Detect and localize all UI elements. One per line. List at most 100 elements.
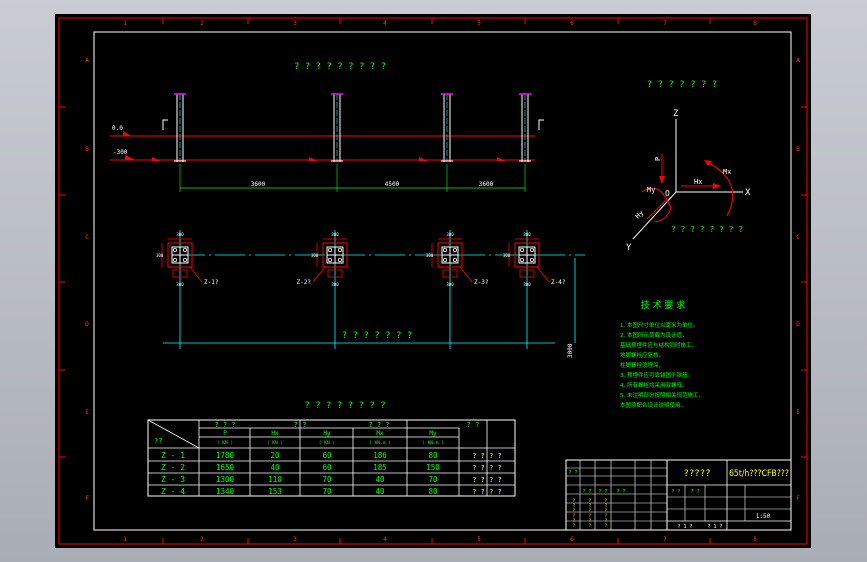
row-label-left: D — [85, 321, 89, 328]
table-cell: 70 — [322, 487, 332, 496]
axes-caption: ? ? ? ? ? ? ? ? — [671, 225, 743, 234]
table-row-id: Z - 4 — [161, 487, 185, 496]
note-line: 4. 所有螺栓均采用双螺母。 — [620, 381, 688, 389]
title-block-mark: ? — [605, 503, 608, 508]
col-label-bottom: 8 — [753, 536, 757, 543]
drawing-name: ????? — [683, 469, 710, 479]
plan-view: 0.0 -300 3600 4500 3600 — [110, 93, 544, 192]
svg-text:300: 300 — [446, 282, 454, 287]
svg-text:300: 300 — [156, 253, 164, 258]
table-cell: 186 — [373, 451, 387, 460]
table-cell: 70 — [428, 475, 438, 484]
svg-text:300: 300 — [523, 282, 531, 287]
row-label-right: B — [796, 146, 800, 153]
column-elevation — [419, 93, 453, 162]
col-label-bottom: 4 — [383, 536, 387, 543]
title-block-field: ? ? — [582, 489, 591, 495]
title-block-field: ? ? — [690, 489, 699, 495]
note-line: 1. 本图尺寸单位以毫米为单位。 — [620, 321, 699, 329]
note-line: 柱脚螺栓须埋深， — [620, 361, 664, 369]
table-cell: 40 — [270, 463, 280, 472]
title-block-field: ? ? — [598, 489, 607, 495]
table-unit: ( KN ) — [267, 440, 283, 446]
svg-text:300: 300 — [311, 253, 319, 258]
row-label-left: C — [85, 234, 89, 241]
axis-z: Z — [673, 109, 679, 119]
table-row-note: ? ? ? ? — [472, 452, 502, 460]
force-hx: Hx — [694, 178, 702, 186]
svg-text:300: 300 — [176, 282, 184, 287]
anchor-row: 3000 300300300Z-1?300300300Z-2?300300300… — [156, 230, 585, 358]
col-label-top: 7 — [663, 20, 667, 27]
title-block-mark: ? — [605, 508, 608, 513]
svg-text:300: 300 — [446, 232, 454, 237]
title-block: ?????65t/h???CFB???1:50? ?? ?? ?? ?? ?? … — [565, 459, 792, 531]
column-elevation — [497, 93, 531, 162]
table-cell: 1780 — [216, 451, 235, 460]
table-sub-header: Mx — [376, 430, 384, 437]
col-label-bottom: 7 — [663, 536, 667, 543]
title-block-mark: ? — [605, 513, 608, 518]
note-line: 3. 预埋件应可靠锚固于钢筋。 — [620, 371, 693, 379]
table-cell: 1340 — [216, 487, 235, 496]
dim-span-3: 3600 — [479, 181, 494, 188]
row-label-right: F — [796, 495, 800, 502]
row-label-left: A — [85, 57, 89, 64]
table-corner: ?? — [154, 437, 162, 445]
row-label-right: C — [796, 234, 800, 241]
table-unit: ( KN.m ) — [422, 440, 444, 446]
table-unit: ( KN ) — [319, 440, 335, 446]
svg-text:300: 300 — [176, 232, 184, 237]
title-block-mark: ? — [573, 523, 576, 528]
table-sub-header: My — [429, 430, 437, 437]
table-cell: 20 — [270, 451, 280, 460]
col-label-bottom: 1 — [123, 536, 127, 543]
anchor-label: Z-4? — [551, 279, 566, 286]
title-block-mark: ? — [605, 523, 608, 528]
title-block-mark: ? — [605, 518, 608, 523]
row-label-left: B — [85, 146, 89, 153]
row-label-left: E — [85, 409, 89, 416]
plan-title: ? ? ? ? ? ? ? ? ? — [294, 62, 386, 72]
table-row-note: ? ? ? ? — [472, 464, 502, 472]
svg-text:300: 300 — [331, 282, 339, 287]
table-cell: 60 — [322, 463, 332, 472]
row-label-right: A — [796, 57, 800, 64]
col-label-top: 8 — [753, 20, 757, 27]
axis-x: X — [745, 188, 751, 198]
table-cell: 150 — [426, 463, 440, 472]
col-label-top: 5 — [477, 20, 481, 27]
table-cell: 1300 — [216, 475, 235, 484]
table-cell: 80 — [428, 451, 438, 460]
col-label-bottom: 6 — [570, 536, 574, 543]
title-block-mark: ? — [589, 523, 592, 528]
force-hy: Hy — [634, 209, 646, 221]
note-line: 本图须配合设计说明使用。 — [620, 401, 686, 409]
title-block-mark: ? — [589, 518, 592, 523]
table-sub-header: Hx — [271, 430, 279, 437]
table-cell: 110 — [268, 475, 282, 484]
anchor-label: Z-1? — [204, 279, 219, 286]
axes-title: ? ? ? ? ? ? ? — [647, 80, 717, 90]
table-cell: 185 — [373, 463, 387, 472]
row-label-right: E — [796, 409, 800, 416]
note-line: 5. 未注明部分按照相关规范施工， — [620, 391, 704, 399]
scale: 1:50 — [756, 513, 771, 520]
dim-span-2: 4500 — [385, 181, 400, 188]
col-label-top: 6 — [570, 20, 574, 27]
col-label-top: 3 — [293, 20, 297, 27]
title-block-mark: ? — [573, 513, 576, 518]
table-cell: 40 — [375, 475, 385, 484]
outer-border — [58, 17, 808, 545]
note-line: 基础预埋件应与结构同时施工， — [620, 341, 697, 349]
axes-diagram: Z X Y O P Hx Hy Mx My ? ? ? ? ? ? ? ? — [626, 109, 751, 253]
moment-mx: Mx — [723, 168, 731, 176]
table-sub-header: P — [223, 430, 227, 437]
title-block-field: ? ? — [671, 489, 680, 495]
elevation-bottom: -300 — [113, 149, 128, 156]
elevation-top: 0.0 — [112, 125, 123, 132]
sheet-number: ? 1 ? — [707, 524, 722, 530]
